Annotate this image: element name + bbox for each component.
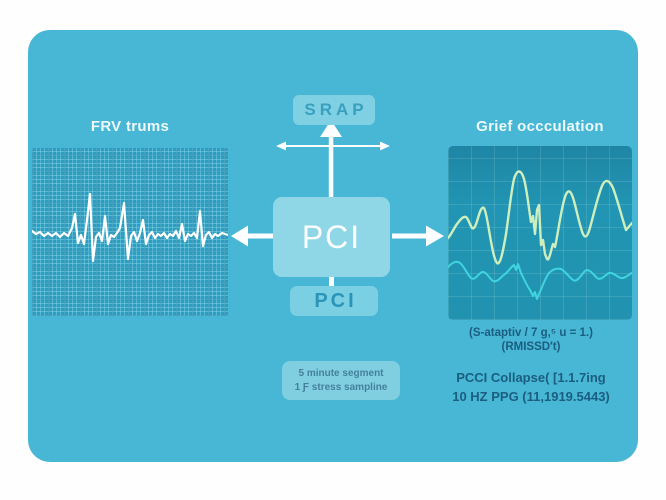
arrow-up-icon <box>320 120 342 198</box>
ecg-waveform <box>32 192 228 263</box>
chip-line-1: 5 minute segment <box>298 368 384 379</box>
node-pci-center-label: PCI <box>301 218 362 255</box>
signal-chart <box>448 146 632 320</box>
signal-waveforms <box>448 170 632 300</box>
hrv-trace-chart <box>32 148 228 316</box>
formula-annotation: (S-ataptiv / 7 g,⁵ u = 1.) (RMISSD′t) <box>438 326 624 354</box>
detail-line-2: 10 HZ PPG (11,1919.5443) <box>452 389 610 404</box>
ecg-waveform-path <box>32 192 228 263</box>
chip-line-2: 1 Ƒ stress sampline <box>294 381 388 393</box>
connector-line <box>329 276 334 287</box>
detail-line-1: PCCI Collapse( [1.1.7ing <box>456 370 606 385</box>
right-chart-title: Grief occculation <box>476 118 604 135</box>
left-chart-title: FRV trums <box>90 118 170 135</box>
green-waveform-path <box>448 170 632 265</box>
node-pci-bottom-label: PCI <box>314 289 357 312</box>
sampling-note-chip: 5 minute segment 1 Ƒ stress sampline <box>282 361 400 400</box>
node-pci-bottom: PCI <box>290 286 378 316</box>
detail-annotation: PCCI Collapse( [1.1.7ing 10 HZ PPG (11,1… <box>433 368 629 406</box>
cyan-waveform-path <box>448 260 632 300</box>
formula-line-2: (RMISSD′t) <box>501 341 561 353</box>
node-pci-center: PCI <box>273 197 390 277</box>
node-srap: SRAP <box>293 95 375 125</box>
arrow-right-icon <box>392 225 444 247</box>
formula-line-1: (S-ataptiv / 7 g,⁵ u = 1.) <box>469 327 593 339</box>
arrow-left-icon <box>231 225 273 247</box>
node-srap-label: SRAP <box>304 100 368 119</box>
